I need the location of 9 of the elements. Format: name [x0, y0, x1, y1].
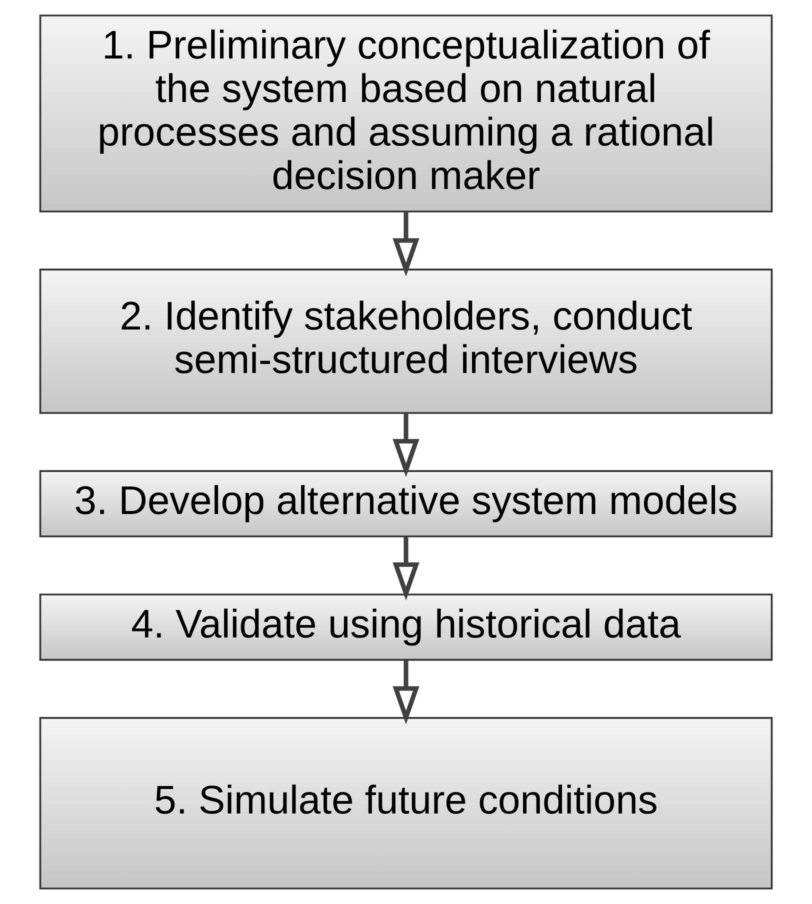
arrow: [392, 212, 420, 276]
node-box: 3. Develop alternative system models: [39, 470, 773, 538]
arrow: [392, 537, 420, 601]
node-box: 4. Validate using historical data: [39, 594, 773, 661]
node-box: 2. Identify stakeholders, conduct semi-structured interviews: [39, 268, 773, 414]
arrow: [392, 660, 420, 724]
arrow: [392, 413, 420, 478]
node-box: 1. Preliminary conceptualization of the system based on natural processes and assuming a rational decision maker: [39, 14, 773, 212]
node-box: 5. Simulate future conditions: [39, 717, 773, 890]
